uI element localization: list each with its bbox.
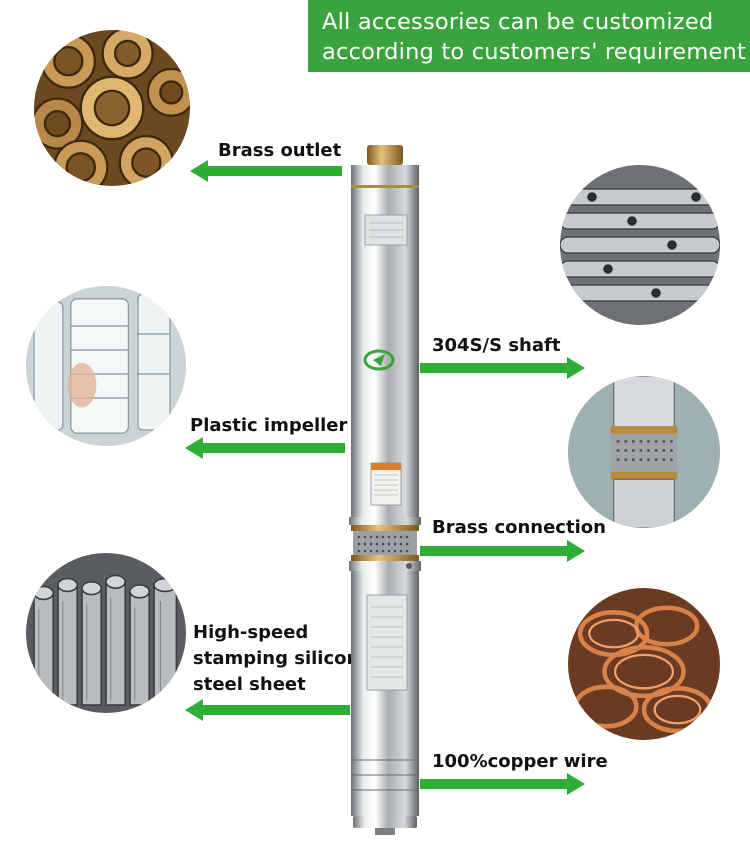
- shaft-photo: [560, 165, 720, 325]
- copper-wire-photo: [568, 588, 720, 740]
- steel-sheet-line-1: High-speed: [193, 622, 309, 643]
- steel-sheet-arrow: [185, 699, 350, 721]
- steel-sheet-line-2: stamping silicon: [193, 648, 360, 669]
- steel-sheet-photo: [26, 553, 186, 713]
- shaft-arrow: [420, 357, 585, 379]
- plastic-impeller-arrow: [185, 437, 345, 459]
- plastic-impeller-label: Plastic impeller: [190, 415, 348, 436]
- banner-line-2: according to customers' requirement: [322, 39, 746, 65]
- brand-logo-icon: [363, 349, 395, 371]
- brass-outlet-photo: [34, 30, 190, 186]
- copper-wire-arrow: [420, 773, 585, 795]
- brass-connection-photo: [568, 376, 720, 528]
- brass-outlet-arrow: [190, 160, 342, 182]
- steel-sheet-label: High-speed stamping silicon steel sheet: [193, 620, 359, 698]
- brass-connection-label: Brass connection: [432, 517, 606, 538]
- brass-outlet-label: Brass outlet: [218, 140, 342, 161]
- brass-connection-arrow: [420, 540, 585, 562]
- banner-line-1: All accessories can be customized: [322, 9, 714, 35]
- submersible-pump: [345, 145, 425, 835]
- copper-wire-label: 100%copper wire: [432, 751, 608, 772]
- shaft-label: 304S/S shaft: [432, 335, 561, 356]
- customization-banner: All accessories can be customized accord…: [308, 0, 750, 72]
- steel-sheet-line-3: steel sheet: [193, 674, 306, 695]
- plastic-impeller-photo: [26, 286, 186, 446]
